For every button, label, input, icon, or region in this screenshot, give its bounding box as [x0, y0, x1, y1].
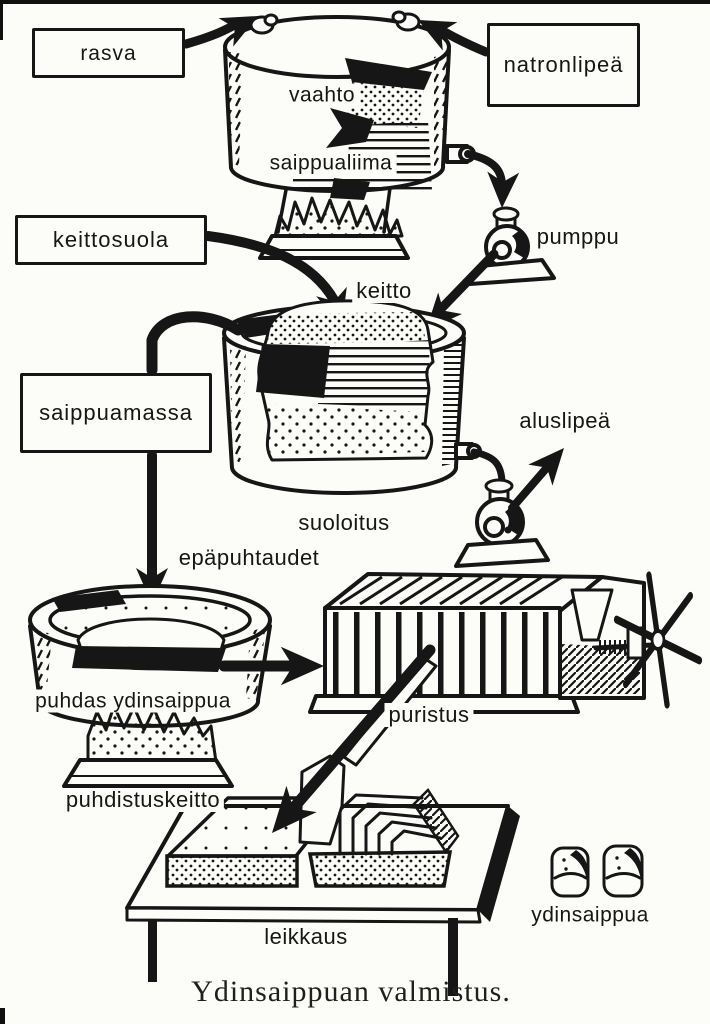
- label-saippualiima: saippualiima: [265, 151, 397, 175]
- scan-speck: [0, 1008, 5, 1024]
- salting-pot: [222, 299, 482, 495]
- lye-pump-icon: [454, 478, 550, 568]
- label-suoloitus: suoloitus: [294, 511, 394, 535]
- label-ydinsaippua: ydinsaippua: [531, 903, 649, 927]
- label-aluslipea: aluslipeä: [515, 409, 615, 433]
- label-puristus: puristus: [384, 703, 474, 727]
- input-box-rasva: rasva: [32, 28, 185, 78]
- pipe-pot-to-saippuamassa: [146, 311, 244, 376]
- input-box-keittosuola: keittosuola: [15, 215, 207, 265]
- arrow-rasva-to-kettle: [181, 1, 266, 49]
- label-leikkaus: leikkaus: [260, 925, 352, 949]
- arrow-natronlipea-to-kettle: [410, 5, 491, 57]
- arrow-press-to-cutting: [256, 644, 436, 847]
- figure-caption: Ydinsaippuan valmistus.: [191, 975, 511, 1008]
- press-handwheel-icon: [613, 571, 703, 709]
- flame-icon-kettle: [258, 186, 410, 260]
- label-puhdistuskeitto: puhdistuskeitto: [61, 788, 225, 812]
- label-vaahto: vaahto: [284, 83, 360, 107]
- scan-edge-top: [0, 0, 710, 4]
- arrow-pot-to-press: [218, 646, 324, 686]
- arrow-pump-to-pot: [414, 249, 499, 341]
- label-pumppu: pumppu: [532, 225, 624, 249]
- soap-bar-icon: [602, 844, 644, 898]
- soap-bar-icon: [550, 846, 590, 898]
- soap-slab-sliced: [298, 754, 460, 888]
- label-puhdas-ydinsaippua: puhdas ydinsaippua: [31, 689, 235, 713]
- pipe-kettle-to-pump: [464, 150, 520, 209]
- arrow-aluslipea-out: [508, 437, 577, 512]
- filter-press: [308, 572, 655, 714]
- input-box-natronlipea: natronlipeä: [487, 23, 640, 107]
- label-epapuhtaudet: epäpuhtaudet: [174, 546, 324, 570]
- scan-edge-left: [0, 0, 3, 40]
- label-keitto: keitto: [352, 279, 416, 303]
- arrow-saippuamassa-down: [136, 450, 168, 604]
- arrow-keittosuola-to-pot: [203, 231, 358, 331]
- input-box-saippuamassa: saippuamassa: [20, 373, 212, 453]
